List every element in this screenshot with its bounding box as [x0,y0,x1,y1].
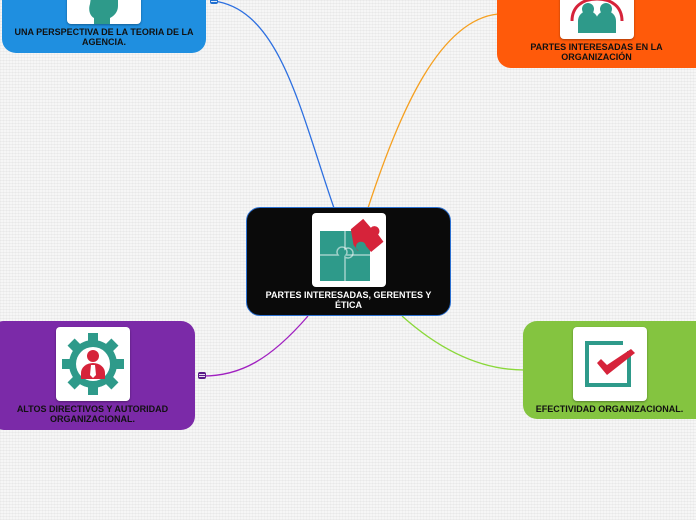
people-icon [559,0,634,39]
topic-stakeholders-label: PARTES INTERESADAS EN LA ORGANIZACIÓN [530,42,663,62]
collapse-toggle-agency[interactable] [210,0,218,4]
collapse-toggle-directors[interactable] [198,372,206,379]
central-topic-label: PARTES INTERESADAS, GERENTES Y ÉTICA [265,290,432,310]
head-icon [67,0,141,24]
topic-stakeholders[interactable]: PARTES INTERESADAS EN LA ORGANIZACIÓN [497,0,696,68]
puzzle-icon [311,213,386,287]
manager-gear-icon [55,327,130,401]
connector-effectiveness [401,315,525,371]
topic-directors[interactable]: ALTOS DIRECTIVOS Y AUTORIDAD ORGANIZACIO… [0,321,195,430]
topic-agency-label: UNA PERSPECTIVA DE LA TEORIA DE LA AGENC… [14,27,194,47]
topic-directors-label: ALTOS DIRECTIVOS Y AUTORIDAD ORGANIZACIO… [16,404,169,424]
central-topic[interactable]: PARTES INTERESADAS, GERENTES Y ÉTICA [246,207,451,316]
topic-effectiveness-label: EFECTIVIDAD ORGANIZACIONAL. [535,404,684,414]
topic-effectiveness[interactable]: EFECTIVIDAD ORGANIZACIONAL. [523,321,696,419]
topic-agency[interactable]: UNA PERSPECTIVA DE LA TEORIA DE LA AGENC… [2,0,206,53]
connector-agency [213,0,335,209]
connector-stakeholders [367,13,499,209]
checkbox-icon [572,327,647,401]
connector-directors [202,315,309,377]
